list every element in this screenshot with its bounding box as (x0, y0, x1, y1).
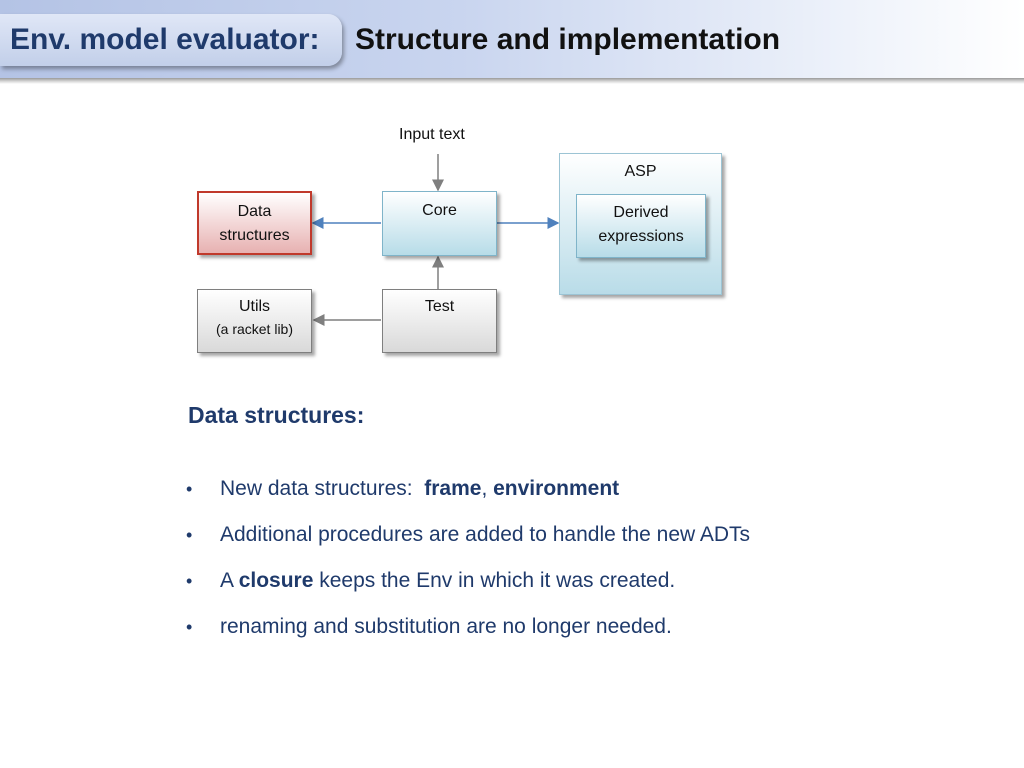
utils-sublabel: (a racket lib) (215, 321, 294, 337)
input-text-label: Input text (399, 126, 465, 143)
core-label: Core (422, 202, 457, 219)
derived-expressions-box: Derived expressions (576, 194, 706, 258)
bullet-text: New data structures: (220, 477, 425, 500)
asp-label: ASP (624, 163, 657, 180)
bullet-bold-closure: closure (238, 569, 314, 592)
core-box: Core (382, 191, 497, 256)
bullet-icon: • (186, 617, 193, 637)
bullet-text: renaming and substitution are no longer … (220, 615, 672, 638)
bullet-text: keeps the Env in which it was created. (313, 569, 676, 592)
bullet-bold-frame: frame (424, 477, 482, 500)
data-structures-label-line2: structures (219, 227, 290, 244)
test-box: Test (382, 289, 497, 353)
data-structures-label-line1: Data (237, 203, 272, 220)
bullet-icon: • (186, 571, 193, 591)
derived-label-line1: Derived (613, 204, 669, 221)
header-divider (0, 78, 1024, 84)
section-title: Data structures: (188, 402, 365, 428)
bullet-text: A (220, 569, 239, 592)
utils-label: Utils (238, 298, 271, 315)
bullet-bold-environment: environment (493, 477, 620, 500)
utils-box: Utils (a racket lib) (197, 289, 312, 353)
data-structures-box: Data structures (197, 191, 312, 255)
list-item: • New data structures: frame, environmen… (186, 472, 750, 518)
derived-label-line2: expressions (598, 228, 684, 245)
bullet-text: Additional procedures are added to handl… (220, 523, 751, 546)
list-item: • A closure keeps the Env in which it wa… (186, 564, 750, 610)
title-tab (0, 14, 342, 66)
bullet-icon: • (186, 479, 193, 499)
list-item: • Additional procedures are added to han… (186, 518, 750, 564)
bullet-text: , (481, 477, 494, 500)
list-item: • renaming and substitution are no longe… (186, 610, 750, 656)
bullet-list: • New data structures: frame, environmen… (186, 472, 750, 656)
page-title: Structure and implementation (355, 23, 781, 56)
bullet-icon: • (186, 525, 193, 545)
test-label: Test (424, 298, 455, 315)
title-prefix: Env. model evaluator: (10, 23, 320, 56)
